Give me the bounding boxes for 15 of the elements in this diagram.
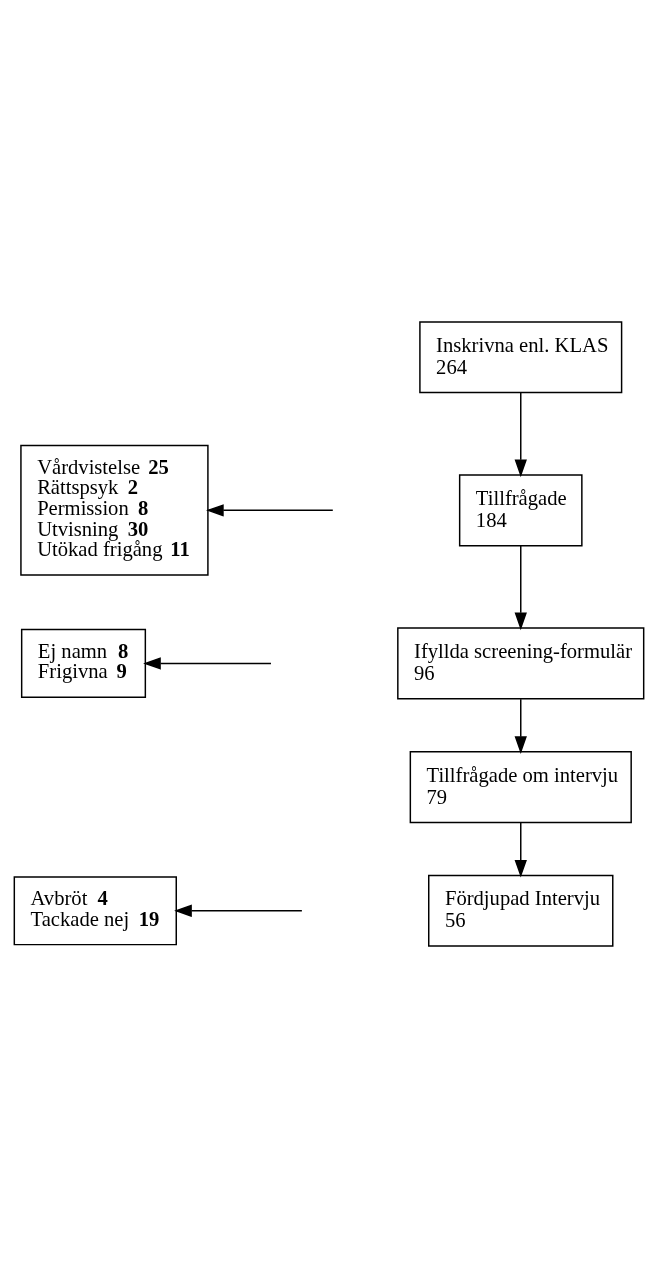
node-box: Inskrivna enl. KLAS 264 (419, 321, 623, 394)
node-box: Fördjupad Intervju 56 (428, 874, 614, 947)
node-box: Avbröt 4 Tackade nej 19 (13, 876, 177, 946)
arrow (143, 657, 272, 670)
arrow (206, 504, 334, 517)
arrow (174, 904, 303, 917)
node-box: Ifyllda screening-formulär 96 (397, 627, 645, 700)
node-box: Tillfrågade om intervju 79 (409, 751, 632, 824)
node-box: Tillfrågade 184 (458, 474, 583, 547)
arrow (514, 545, 527, 631)
arrow (514, 698, 527, 754)
node-box: Ej namn 8 Frigivna 9 (20, 628, 147, 699)
arrow (514, 392, 527, 478)
node-box: Vårdvistelse 25 Rättspsyk 2 Permission 8 Utvisning 30 Utökad frigång 11 (20, 444, 209, 576)
arrow (514, 822, 527, 878)
